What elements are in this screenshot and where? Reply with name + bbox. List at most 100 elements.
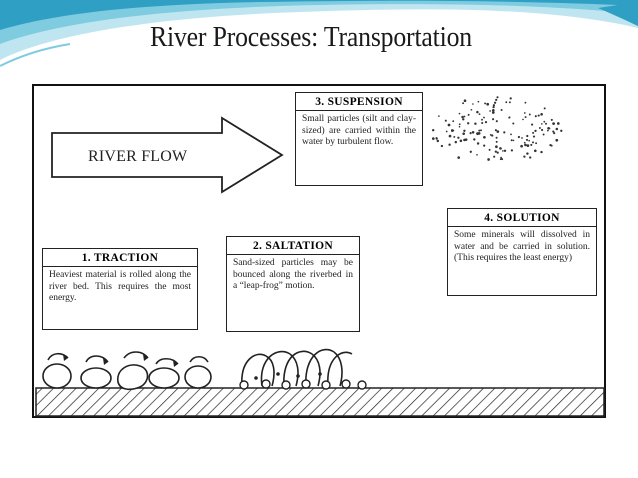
suspension-particle (535, 142, 538, 145)
suspension-particle (510, 133, 512, 136)
suspension-particle (520, 144, 523, 148)
suspension-particle (538, 127, 541, 129)
suspension-particle (522, 118, 524, 121)
suspension-particle (488, 148, 491, 151)
suspension-particle (499, 158, 502, 161)
suspension-particle (547, 129, 549, 132)
suspension-particle (491, 134, 494, 137)
suspension-particle (510, 149, 514, 152)
suspension-particle (474, 122, 477, 125)
suspension-particle (523, 141, 526, 144)
suspension-particle (467, 113, 470, 116)
saltation-title: 2. SALTATION (227, 240, 359, 255)
suspension-particle (462, 102, 465, 105)
suspension-particle (477, 132, 481, 135)
suspension-particle (457, 156, 460, 159)
suspension-particle (463, 138, 466, 142)
solution-title: 4. SOLUTION (448, 212, 596, 227)
suspension-particle (524, 143, 527, 147)
suspension-particle (512, 122, 515, 125)
suspension-particle (495, 98, 498, 101)
suspension-particle (447, 123, 451, 127)
suspension-box: 3. SUSPENSION Small particles (silt and … (295, 92, 423, 186)
suspension-particle (534, 129, 537, 133)
suspension-particle (542, 133, 545, 136)
suspension-particle (500, 156, 502, 159)
suspension-particle (540, 150, 543, 154)
suspension-particle (462, 132, 465, 135)
suspension-particle (540, 112, 543, 116)
header-swoosh-decoration (0, 0, 638, 67)
suspension-particle (483, 135, 486, 139)
suspension-particle (508, 116, 511, 119)
suspension-particle (478, 129, 481, 132)
suspension-particle (467, 122, 470, 125)
suspension-particle (489, 134, 492, 136)
suspension-particle (524, 101, 527, 104)
suspension-particle (491, 111, 495, 114)
suspension-particle (445, 130, 448, 133)
traction-arrowheads (63, 354, 178, 367)
suspension-particle (526, 144, 530, 147)
suspension-particle (537, 114, 540, 117)
suspension-particle (492, 105, 495, 109)
suspension-particle (494, 129, 497, 132)
suspension-particle (458, 123, 461, 126)
suspension-particle (499, 147, 502, 150)
suspension-particle (550, 118, 553, 121)
suspension-particle (502, 150, 504, 152)
suspension-particle (454, 140, 458, 144)
saltation-text: Sand-sized particles may be bounced alon… (233, 258, 353, 291)
suspension-particle (476, 153, 478, 156)
suspension-particle (525, 138, 529, 141)
suspension-particle (483, 116, 485, 119)
river-flow-label: RIVER FLOW (88, 148, 188, 165)
slide-title: River Processes: Transportation (150, 22, 473, 53)
suspension-particle (481, 121, 484, 125)
suspension-particle (463, 115, 466, 118)
suspension-particle (510, 139, 513, 142)
suspension-particle (487, 158, 490, 161)
suspension-particle (492, 118, 495, 121)
suspension-particle (444, 119, 447, 122)
suspension-particle (550, 144, 553, 147)
riverbed-hatching-icon (35, 387, 605, 417)
saltation-dots (254, 372, 322, 380)
suspension-particle (462, 118, 465, 121)
suspension-particle (431, 137, 435, 140)
suspension-particle (484, 121, 488, 124)
suspension-particle (509, 97, 512, 100)
suspension-particle (556, 122, 560, 125)
suspension-particle (489, 110, 491, 112)
suspension-particle (530, 143, 533, 146)
suspension-particle (553, 132, 556, 135)
suspension-particle (452, 120, 455, 123)
suspension-particle (486, 102, 490, 106)
suspension-particle (552, 122, 555, 125)
suspension-particle (526, 152, 529, 155)
suspension-particle (526, 134, 529, 138)
suspension-particle (440, 144, 444, 148)
suspension-particle (512, 139, 515, 142)
suspension-particle (458, 112, 461, 115)
suspension-particle (501, 158, 504, 161)
suspension-particle (471, 131, 475, 134)
suspension-particle (523, 112, 526, 114)
suspension-particle (503, 131, 506, 134)
suspension-particle (555, 138, 559, 142)
solution-text: Some minerals will dissolved in water an… (454, 230, 590, 263)
suspension-particle (459, 139, 463, 143)
saltation-particles (239, 379, 367, 390)
suspension-particle (495, 140, 498, 143)
suspension-particle (540, 123, 543, 125)
suspension-particle (469, 132, 472, 135)
suspension-particle (436, 139, 440, 143)
suspension-particle (508, 101, 511, 104)
suspension-title: 3. SUSPENSION (296, 96, 422, 111)
suspension-particle (493, 155, 496, 158)
suspension-particle (472, 103, 474, 105)
suspension-particle (438, 115, 440, 117)
suspension-particle (521, 137, 523, 139)
